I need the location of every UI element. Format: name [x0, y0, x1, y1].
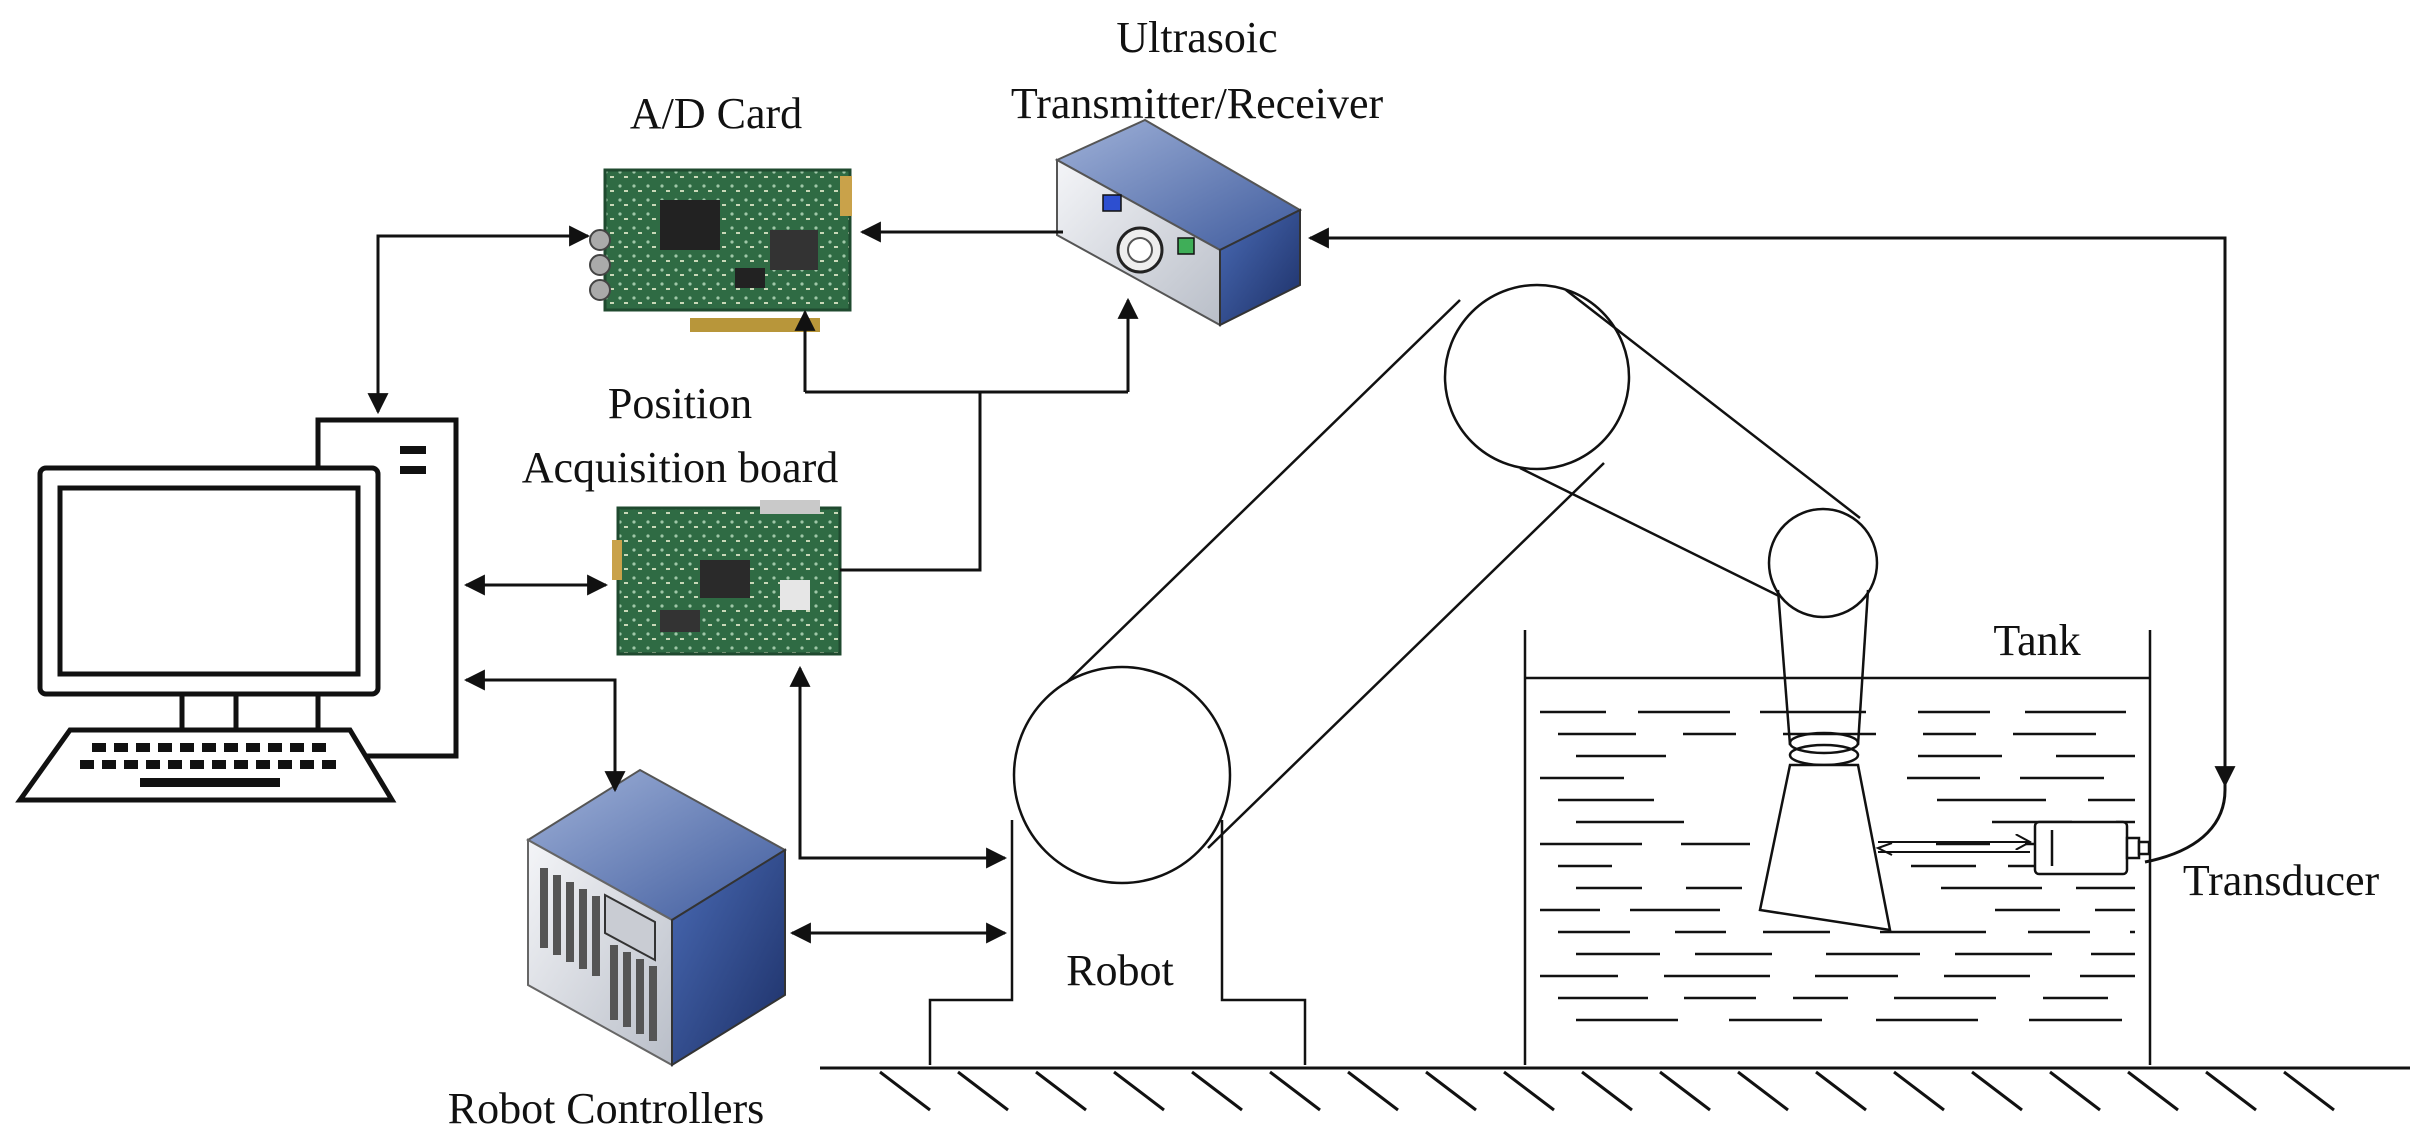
- ground-hatch: [957, 1070, 1009, 1112]
- ground-hatch: [1815, 1070, 1867, 1112]
- label-robot: Robot: [1066, 946, 1174, 995]
- ground-hatch: [1893, 1070, 1945, 1112]
- ground-hatch: [1581, 1070, 1633, 1112]
- ground-hatch: [1425, 1070, 1477, 1112]
- ground-hatch: [2283, 1070, 2335, 1112]
- position-board-icon: [612, 500, 842, 656]
- ground-hatch: [1191, 1070, 1243, 1112]
- robot-controller-icon: [526, 768, 787, 1067]
- label-ultrasonic-line2: Transmitter/Receiver: [1011, 79, 1384, 128]
- ground-hatch: [2049, 1070, 2101, 1112]
- label-ultrasonic-line1: Ultrasoic: [1116, 13, 1277, 62]
- ground-hatch: [2127, 1070, 2179, 1112]
- ultrasonic-device-icon: [1054, 118, 1303, 327]
- ground-line: [820, 1066, 2410, 1112]
- water-waves: [1540, 710, 2135, 1022]
- ad-card-icon: [589, 168, 852, 332]
- ground-hatch: [1737, 1070, 1789, 1112]
- ground-hatch: [1971, 1070, 2023, 1112]
- ground-hatch: [1503, 1070, 1555, 1112]
- ground-hatch: [879, 1070, 931, 1112]
- label-position-line1: Position: [608, 379, 752, 428]
- label-robot-controllers: Robot Controllers: [448, 1084, 765, 1133]
- robot-arm: [928, 283, 1892, 1065]
- ground-hatch: [1035, 1070, 1087, 1112]
- label-transducer: Transducer: [2183, 856, 2380, 905]
- ultrasound-echo-head: [1875, 842, 1893, 856]
- label-ad-card: A/D Card: [630, 89, 802, 138]
- transducer-icon: [2033, 820, 2151, 876]
- computer-icon: [15, 417, 459, 803]
- ground-hatch: [2205, 1070, 2257, 1112]
- label-tank: Tank: [1993, 616, 2080, 665]
- label-position-line2: Acquisition board: [522, 443, 839, 492]
- connections: [367, 221, 2236, 944]
- ground-hatch: [1659, 1070, 1711, 1112]
- ground-hatch: [1113, 1070, 1165, 1112]
- ground-hatch: [1347, 1070, 1399, 1112]
- ground-hatch: [1269, 1070, 1321, 1112]
